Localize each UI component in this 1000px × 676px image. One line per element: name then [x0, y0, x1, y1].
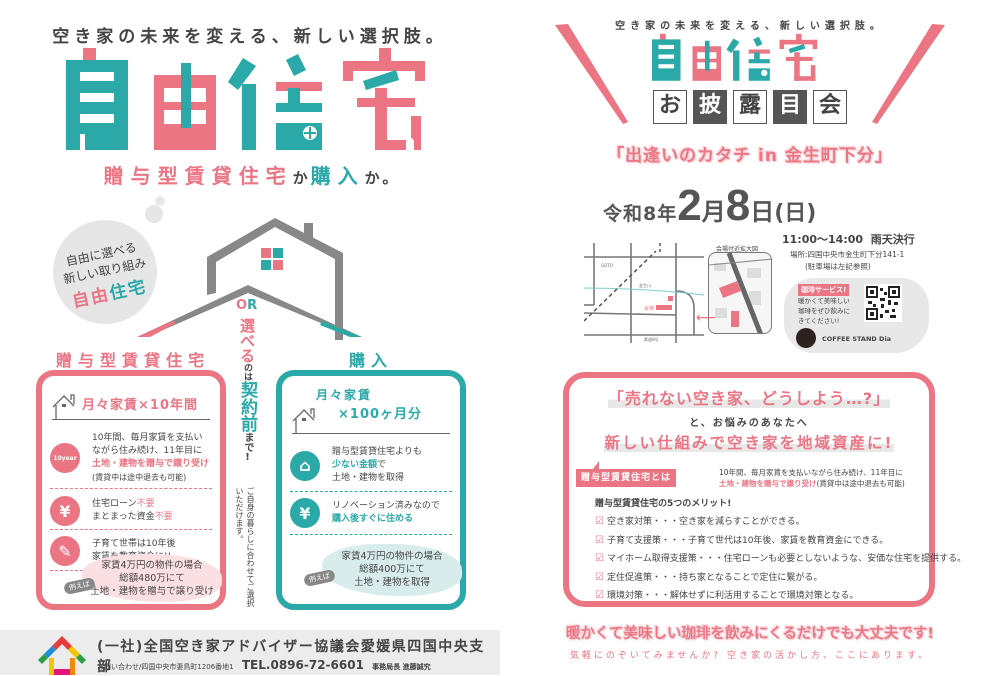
inset-map-title: 会場付近拡大図 [716, 246, 759, 253]
tagline: 空き家の未来を変える、新しい選択肢。 [615, 21, 885, 32]
rental-card-header: 月々家賃×10年間 [52, 386, 210, 420]
svg-text:県道9号: 県道9号 [644, 336, 659, 342]
qr-code-icon [866, 286, 900, 320]
merits-list: ☑空き家対策・・・空き家を減らすことができる。 ☑子育て支援策・・・子育て世代は… [595, 513, 966, 606]
purchase-item-1: ⌂ 贈与型賃貸住宅よりも少ない金額で土地・建物を取得 [290, 446, 452, 485]
svg-text:金生川: 金生川 [639, 282, 651, 288]
event-time: 11:00〜14:00 雨天決行 [782, 233, 915, 246]
checkbox-icon: ☑ [595, 516, 604, 527]
subtitle: 贈与型賃貸住宅か購入か。 [103, 164, 401, 188]
bottom-subtext: 気軽にのぞいてみませんか? 空き家の活かし方、ここにあります。 [569, 651, 931, 661]
info-card: 「売れない空き家、どうしよう…?」 と、お悩みのあなたへ 新しい仕組みで空き家を… [563, 372, 966, 607]
event-venue: 場所:四国中央市金生町下分141-1 [790, 250, 905, 259]
divider [290, 534, 452, 535]
my-house-icon: ⌂ [290, 450, 320, 481]
divider [50, 488, 212, 489]
thought-bubble-dot [155, 196, 165, 206]
checkbox-icon: ☑ [595, 590, 604, 601]
rental-item-2: ¥ 住宅ローン不要まとまった資金不要 [50, 496, 212, 526]
rental-item-1: 10year 10年間、毎月家賃を支払いながら住み続け、11年目に土地・建物を贈… [50, 432, 212, 484]
org-name: (一社)全国空き家アドバイザー協議会愛媛県四国中央支部 [97, 639, 485, 675]
merit-item: ☑定住促進策・・・持ち家となることで定住に繋がる。 [595, 571, 823, 583]
svg-text:会場: 会場 [644, 305, 654, 312]
jiyu-jutaku-logo [66, 48, 425, 150]
yen-icon: ¥ [50, 496, 80, 526]
area-map[interactable]: 会場 GOTO 金生川 県道9号 [584, 243, 704, 343]
house-roof-icon [137, 218, 362, 340]
spotlight-rays-icon [555, 24, 945, 124]
card-lead: と、お悩みのあなたへ [689, 418, 809, 429]
left-flyer: 空き家の未来を変える、新しい選択肢。 [0, 0, 500, 675]
speech-tail [593, 461, 599, 469]
colorful-house-logo-icon [38, 636, 86, 675]
merit-item: ☑マイホーム取得支援策・・・住宅ローンも必要としないような、安価な住宅を提供する… [595, 553, 967, 564]
yen-icon: ¥ [290, 498, 320, 528]
card-message: 新しい仕組みで空き家を地域資産に! [604, 434, 894, 452]
checkbox-icon: ☑ [595, 571, 604, 583]
merits-title: 贈与型賃貸住宅の5つのメリット! [595, 499, 732, 509]
thought-bubble-dot [145, 205, 163, 223]
center-note: ご自身の暮らしに合わせてご選択いただけます。 [235, 487, 255, 607]
jiyu-jutaku-logo [652, 33, 818, 81]
card-headline: 「売れない空き家、どうしよう…?」 [607, 389, 891, 408]
arrow-left-icon: ⟵ [696, 310, 717, 326]
definition-label: 贈与型賃貸住宅とは [576, 469, 676, 487]
rental-card: 月々家賃×10年間 10year 10年間、毎月家賃を支払いながら住み続け、11… [36, 370, 226, 610]
divider [290, 491, 452, 492]
purchase-item-2: ¥ リノベーション済みなので購入後すぐに住める [290, 498, 452, 528]
coffee-shop-logo-icon [796, 328, 816, 348]
purchase-title: 購入 [348, 351, 393, 370]
event-subtitle: 「出逢いのカタチ in 金生町下分」 [607, 146, 893, 166]
merit-item: ☑空き家対策・・・空き家を減らすことができる。 [595, 516, 805, 527]
coffee-copy: 暖かくて美味しい 珈琲をぜひ飲みに きてください! [798, 297, 850, 325]
coffee-shop-name: COFFEE STAND Dia [822, 335, 892, 343]
svg-text:GOTO: GOTO [601, 263, 613, 268]
checkbox-icon: ☑ [595, 534, 604, 546]
merit-item: ☑環境対策・・・解体せずに利活用することで環境対策となる。 [595, 590, 859, 601]
event-title-boxes: お披露目会 [635, 90, 865, 124]
qr-code[interactable] [864, 284, 902, 322]
footer-contact: お問い合わせ/四国中央市妻鳥町1206番地1 TEL.0896-72-6601 … [97, 658, 431, 672]
house-outline-icon [292, 408, 315, 434]
purchase-card-header: 月々家賃 ×100ヶ月分 [292, 386, 450, 434]
coffee-badge: 珈琲サービス! [798, 284, 850, 296]
footer: (一社)全国空き家アドバイザー協議会愛媛県四国中央支部 お問い合わせ/四国中央市… [0, 630, 500, 675]
inset-map[interactable] [708, 252, 772, 334]
event-date: 令和8年2月8日(日) [603, 181, 817, 230]
ten-year-house-icon: 10year [50, 443, 80, 473]
definition-text: 10年間、毎月家賃を支払いながら住み続け、11年目に 土地・建物を贈与で譲り受け… [719, 468, 905, 488]
coffee-panel: 珈琲サービス! 暖かくて美味しい 珈琲をぜひ飲みに きてください! COFFEE… [784, 278, 929, 353]
checkbox-icon: ☑ [595, 553, 604, 564]
rental-title: 贈与型賃貸住宅 [55, 351, 210, 370]
inset-map-graphic [709, 253, 771, 333]
tagline: 空き家の未来を変える、新しい選択肢。 [52, 27, 448, 47]
right-flyer: 空き家の未来を変える、新しい選択肢。 お披露目会 「出逢いのカタチ in 金生町… [500, 0, 1000, 675]
divider [50, 529, 212, 530]
phone-number: TEL.0896-72-6601 [241, 658, 364, 672]
merit-item: ☑子育て支援策・・・子育て世代は10年後、家賃を教育資金にできる。 [595, 534, 889, 546]
center-vertical-copy: 選べるのは契約前まで! [237, 318, 257, 463]
parking-note: (駐車場は左記参照) [805, 262, 871, 271]
pencil-icon: ✎ [50, 536, 80, 566]
purchase-card: 月々家賃 ×100ヶ月分 ⌂ 贈与型賃貸住宅よりも少ない金額で土地・建物を取得 … [276, 370, 466, 610]
rental-example: 家賃4万円の物件の場合 総額480万にて 土地・建物を贈与で譲り受け [82, 554, 222, 602]
purchase-example: 家賃4万円の物件の場合 総額400万にて 土地・建物を取得 [322, 544, 462, 596]
house-outline-icon [52, 394, 75, 420]
or-label: OR [236, 298, 258, 313]
bottom-banner: 暖かくて美味しい珈琲を飲みにくるだけでも大丈夫です! [565, 626, 935, 642]
